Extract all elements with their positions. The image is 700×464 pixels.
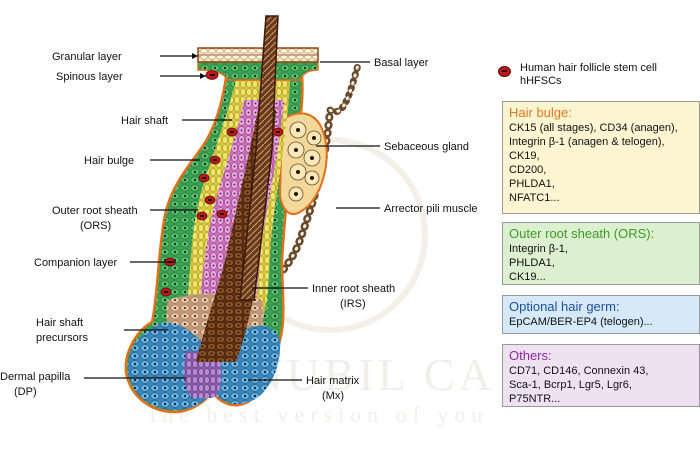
label-sebaceous-gland: Sebaceous gland: [384, 141, 469, 153]
box-optional-hair-germ: Optional hair germ: EpCAM/BER-EP4 (telog…: [502, 295, 700, 334]
box-ors-title: Outer root sheath (ORS):: [509, 226, 655, 241]
box-others-line: CD71, CD146, Connexin 43,: [509, 365, 649, 377]
box-hair-bulge: Hair bulge: CK15 (all stages), CD34 (ana…: [502, 101, 700, 214]
label-basal-layer: Basal layer: [374, 57, 429, 69]
watermark-sub: the best version of you: [150, 402, 488, 427]
label-spinous-layer: Spinous layer: [56, 71, 123, 83]
labels-left: Granular layer Spinous layer Hair shaft …: [0, 51, 168, 398]
basal-layer: [197, 61, 319, 81]
box-hair-bulge-line: CD200,: [509, 164, 547, 176]
label-hair-bulge: Hair bulge: [84, 155, 134, 167]
label-hair-shaft-precursors-1: Hair shaft: [36, 317, 83, 329]
box-outer-root-sheath: Outer root sheath (ORS): Integrin β-1, P…: [502, 222, 700, 285]
box-ors-line: Integrin β-1,: [509, 243, 568, 255]
box-others: Others: CD71, CD146, Connexin 43, Sca-1,…: [502, 344, 700, 407]
box-germ-title: Optional hair germ:: [509, 299, 620, 314]
stem-cell-icon: [498, 66, 511, 77]
label-dermal-papilla: Dermal papilla: [0, 371, 71, 383]
box-others-line: P75NTR...: [509, 393, 561, 405]
label-arrector-pili: Arrector pili muscle: [384, 203, 478, 215]
label-ors-abbr: (ORS): [80, 220, 111, 232]
label-hair-shaft-precursors-2: precursors: [36, 332, 88, 344]
label-inner-root-sheath: Inner root sheath: [312, 283, 395, 295]
box-ors-line: PHLDA1,: [509, 257, 555, 269]
box-others-title: Others:: [509, 348, 552, 363]
box-germ-line: EpCAM/BER-EP4 (telogen)...: [509, 316, 653, 328]
box-hair-bulge-line: CK15 (all stages), CD34 (anagen),: [509, 122, 678, 134]
hair-shaft: [239, 15, 279, 301]
legend-line-1: Human hair follicle stem cell: [520, 62, 657, 74]
legend-stem-cell: Human hair follicle stem cell hHFSCs: [498, 62, 657, 88]
labels-right: Basal layer Sebaceous gland Arrector pil…: [306, 57, 478, 402]
label-mx-abbr: (Mx): [322, 390, 344, 402]
box-ors-line: CK19...: [509, 271, 546, 283]
box-hair-bulge-line: NFATC1...: [509, 192, 560, 204]
dermal-papilla: [184, 351, 222, 398]
label-irs-abbr: (IRS): [340, 298, 366, 310]
box-hair-bulge-line: CK19,: [509, 150, 540, 162]
label-companion-layer: Companion layer: [34, 257, 117, 269]
box-hair-bulge-title: Hair bulge:: [509, 105, 572, 120]
box-hair-bulge-line: Integrin β-1 (anagen & telogen),: [509, 136, 665, 148]
box-others-line: Sca-1, Bcrp1, Lgr5, Lgr6,: [509, 379, 632, 391]
box-hair-bulge-line: PHLDA1,: [509, 178, 555, 190]
label-dp-abbr: (DP): [14, 386, 37, 398]
label-hair-shaft: Hair shaft: [121, 115, 168, 127]
label-granular-layer: Granular layer: [52, 51, 122, 63]
label-hair-matrix: Hair matrix: [306, 375, 360, 387]
label-outer-root-sheath: Outer root sheath: [52, 205, 138, 217]
legend-line-2: hHFSCs: [520, 75, 562, 87]
leader-lines: [84, 55, 380, 381]
